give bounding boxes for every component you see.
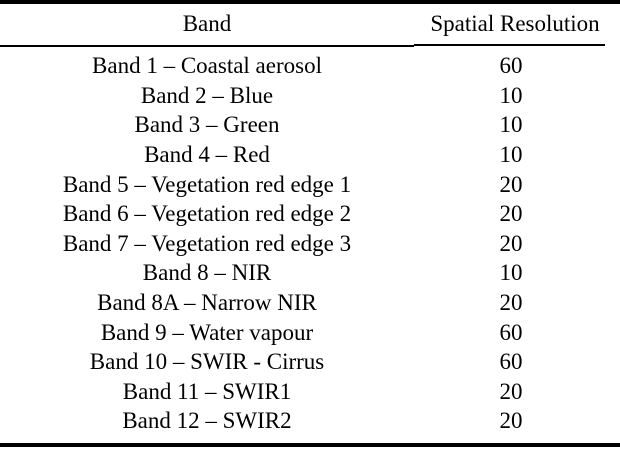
spatial-resolution-cell: 20 bbox=[499, 408, 523, 434]
table-row: Band 2 – Blue 10 bbox=[0, 81, 620, 111]
spatial-resolution-cell: 60 bbox=[499, 319, 523, 345]
bottom-spacer bbox=[0, 436, 414, 445]
band-name-cell: Band 4 – Red bbox=[144, 142, 270, 168]
band-name-cell: Band 5 – Vegetation red edge 1 bbox=[62, 171, 352, 197]
band-name-cell: Band 1 – Coastal aerosol bbox=[92, 53, 322, 79]
band-name-cell: Band 6 – Vegetation red edge 2 bbox=[62, 201, 352, 227]
table-row: Band 6 – Vegetation red edge 2 20 bbox=[0, 199, 620, 229]
band-name-cell: Band 8A – Narrow NIR bbox=[97, 290, 317, 316]
table-row: Band 4 – Red 10 bbox=[0, 140, 620, 170]
table-row: Band 1 – Coastal aerosol 60 bbox=[0, 46, 620, 81]
spatial-resolution-cell: 60 bbox=[499, 52, 523, 78]
spatial-resolution-cell: 10 bbox=[499, 142, 523, 168]
table-row: Band 10 – SWIR - Cirrus 60 bbox=[0, 347, 620, 377]
table-row: Band 9 – Water vapour 60 bbox=[0, 317, 620, 347]
table-row: Band 8A – Narrow NIR 20 bbox=[0, 288, 620, 318]
spatial-resolution-cell: 20 bbox=[499, 171, 523, 197]
band-name-cell: Band 3 – Green bbox=[134, 112, 280, 138]
spatial-resolution-cell: 20 bbox=[499, 230, 523, 256]
table-row: Band 3 – Green 10 bbox=[0, 110, 620, 140]
column-header-band: Band bbox=[0, 4, 414, 47]
spatial-resolution-cell: 60 bbox=[499, 349, 523, 375]
table-row: Band 12 – SWIR2 20 bbox=[0, 406, 620, 436]
spatial-resolution-cell: 20 bbox=[499, 378, 523, 404]
column-header-spatial-resolution: Spatial Resolution bbox=[414, 4, 620, 46]
column-header-band-label: Band bbox=[182, 10, 232, 36]
band-name-cell: Band 11 – SWIR1 bbox=[122, 378, 292, 404]
column-header-spatial-resolution-label: Spatial Resolution bbox=[430, 11, 600, 36]
band-name-cell: Band 12 – SWIR2 bbox=[122, 408, 292, 434]
bottom-rule-row bbox=[0, 442, 620, 449]
band-name-cell: Band 8 – NIR bbox=[142, 260, 272, 286]
band-name-cell: Band 10 – SWIR - Cirrus bbox=[89, 349, 325, 375]
spatial-resolution-cell: 20 bbox=[499, 290, 523, 316]
bottom-spacer bbox=[414, 436, 620, 445]
table-row: Band 11 – SWIR1 20 bbox=[0, 377, 620, 407]
table-row: Band 7 – Vegetation red edge 3 20 bbox=[0, 229, 620, 259]
table-body: Band 1 – Coastal aerosol 60 Band 2 – Blu… bbox=[0, 46, 620, 449]
header-mid-rule bbox=[414, 44, 605, 46]
spatial-resolution-cell: 10 bbox=[499, 82, 523, 108]
spatial-resolution-cell: 10 bbox=[499, 260, 523, 286]
table-header: Band Spatial Resolution bbox=[0, 0, 620, 47]
header-row: Band Spatial Resolution bbox=[0, 4, 620, 47]
spatial-resolution-cell: 20 bbox=[499, 201, 523, 227]
table-row: Band 5 – Vegetation red edge 1 20 bbox=[0, 169, 620, 199]
spatial-resolution-cell: 10 bbox=[499, 112, 523, 138]
band-name-cell: Band 7 – Vegetation red edge 3 bbox=[62, 230, 352, 256]
bottom-spacer-row bbox=[0, 436, 620, 445]
table-row: Band 8 – NIR 10 bbox=[0, 258, 620, 288]
band-name-cell: Band 2 – Blue bbox=[140, 82, 274, 108]
band-name-cell: Band 9 – Water vapour bbox=[100, 319, 314, 345]
bottom-rule bbox=[414, 442, 620, 449]
bottom-rule bbox=[0, 442, 414, 449]
